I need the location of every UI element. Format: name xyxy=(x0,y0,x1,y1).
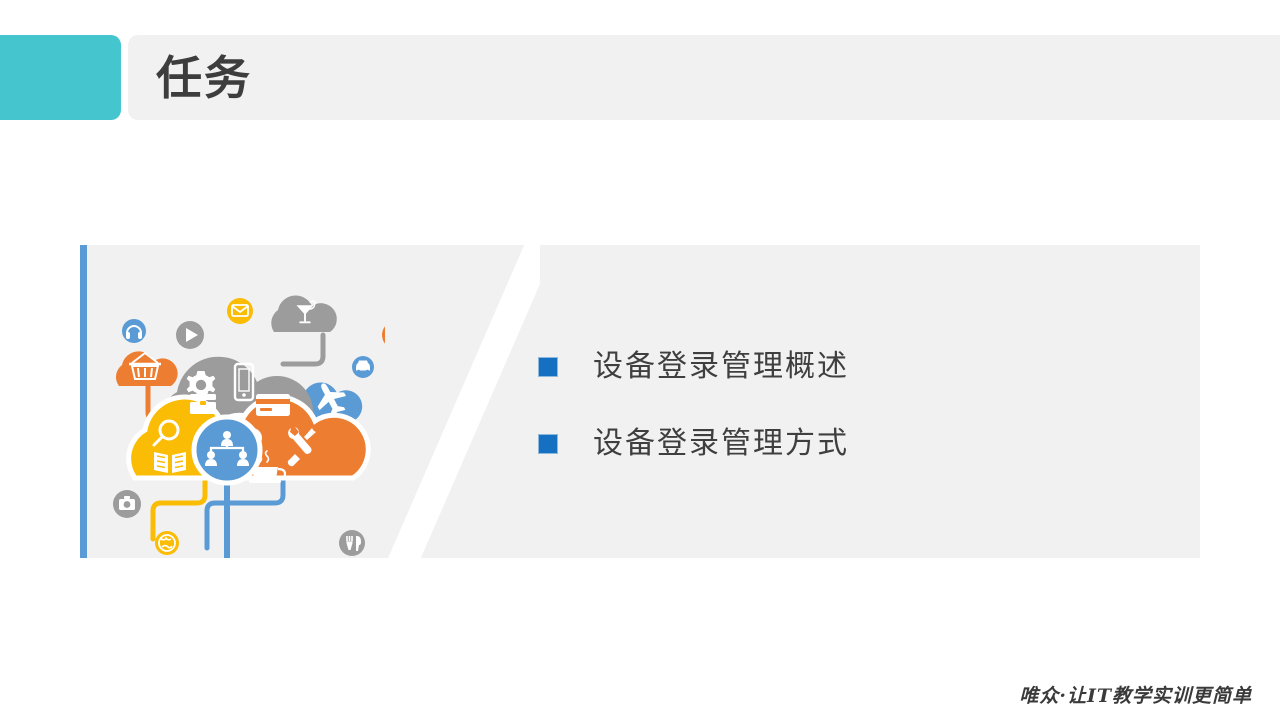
panel-accent-bar xyxy=(80,245,87,558)
credit-card-icon xyxy=(256,394,290,416)
envelope-icon-badge xyxy=(227,298,253,324)
book-icon xyxy=(154,452,186,473)
cloud-gray-cocktail xyxy=(271,295,337,332)
cloud-computing-illustration xyxy=(105,290,385,558)
pipe-gray-cocktail xyxy=(280,332,326,367)
briefcase-icon xyxy=(190,390,216,414)
play-icon-badge xyxy=(176,321,204,349)
car-icon-badge xyxy=(352,356,374,378)
footer-slogan: 唯众·让IT教学实训更简单 xyxy=(1019,685,1252,707)
slide-header: 任务 xyxy=(0,35,1280,120)
pipe-blue-down-right xyxy=(204,472,286,551)
task-bullet-list: 设备登录管理概述 设备登录管理方式 xyxy=(538,350,1158,460)
music-note-icon-badge xyxy=(382,326,385,344)
list-item[interactable]: 设备登录管理方式 xyxy=(538,427,1158,460)
header-title-bar: 任务 xyxy=(128,35,1280,120)
cutlery-icon-badge xyxy=(339,530,365,556)
headphones-icon-badge xyxy=(122,319,146,343)
list-item[interactable]: 设备登录管理概述 xyxy=(538,350,1158,383)
magnifier-icon xyxy=(152,419,180,447)
bullet-square-icon xyxy=(538,433,558,454)
smartphone-icon xyxy=(233,362,255,402)
camera-icon-badge xyxy=(113,490,141,518)
cloud-orange-basket xyxy=(116,351,178,386)
page-title: 任务 xyxy=(156,51,252,104)
globe-icon-badge xyxy=(155,531,179,555)
gear-icon xyxy=(186,371,216,397)
wrench-icon xyxy=(287,427,316,467)
list-item-label: 设备登录管理概述 xyxy=(593,349,849,384)
coffee-cup-icon xyxy=(249,450,287,483)
network-people-icon-badge xyxy=(191,414,263,486)
list-item-label: 设备登录管理方式 xyxy=(593,426,849,461)
pipe-yellow-down xyxy=(150,472,208,542)
header-accent-block xyxy=(0,35,121,120)
content-panel: 设备登录管理概述 设备登录管理方式 xyxy=(80,245,1200,558)
bullet-square-icon xyxy=(538,356,558,377)
